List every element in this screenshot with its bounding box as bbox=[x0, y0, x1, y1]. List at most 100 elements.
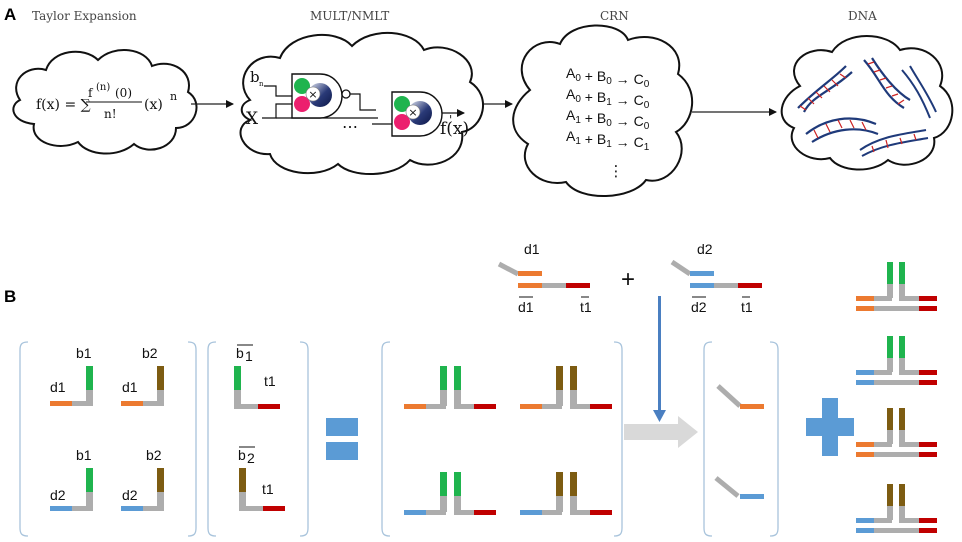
waste-b2-d2-stem-1-gray bbox=[887, 506, 893, 520]
gate-b2-b2-d2-left-domain bbox=[520, 510, 542, 515]
bracket-group-3 bbox=[381, 341, 623, 537]
b2-brown-segment bbox=[157, 366, 164, 390]
input-complex-d2: d2 d2 t1 bbox=[670, 241, 762, 315]
gate-b1-b1-d1-stem-1-top bbox=[440, 366, 447, 390]
d2-top-blue bbox=[690, 271, 714, 276]
label-d2-a: d2 bbox=[50, 487, 66, 503]
gate-2-core bbox=[405, 104, 421, 120]
d2-bottom-gray bbox=[714, 283, 738, 288]
bracket-3-right bbox=[613, 341, 623, 537]
gate-b1-b1-d2-stem-1-top bbox=[440, 472, 447, 496]
label-b1-a: b1 bbox=[76, 345, 92, 361]
waste-b1-d2-top-gray-left bbox=[874, 370, 892, 375]
panel-a-label: A bbox=[4, 5, 16, 24]
label-b2-b: b2 bbox=[146, 447, 162, 463]
d1-orange-segment-b bbox=[121, 401, 143, 406]
b2-brown-segment-b bbox=[157, 468, 164, 492]
complement-b1-t1: b 1 t1 bbox=[234, 344, 280, 409]
dna-helix-4-strand-a bbox=[805, 117, 877, 135]
released-d1-gray bbox=[716, 384, 742, 408]
waste-b2-d2-stem-1-top bbox=[887, 484, 893, 506]
circuit-input-b-sub: n bbox=[259, 80, 264, 88]
b1-green-segment-b bbox=[86, 468, 93, 492]
waste-b2-d2 bbox=[856, 484, 937, 533]
gate-b1-b1-d2-stem-1-gray bbox=[440, 496, 447, 512]
gate-b1-b1-d1-gray-right bbox=[454, 404, 474, 409]
gate-b2-b2-d2-gray-right bbox=[570, 510, 590, 515]
gate-b2-b2-d1-red-domain bbox=[590, 404, 612, 409]
down-arrow-shaft bbox=[658, 296, 661, 412]
bracket-3-left bbox=[381, 341, 391, 537]
b1-gray-vert bbox=[86, 390, 93, 403]
dna-helices bbox=[797, 57, 937, 157]
signal-b1-d1: b1 d1 bbox=[50, 345, 93, 406]
d2-bottom-blue bbox=[690, 283, 714, 288]
taylor-formula: f(x) = ∑ f (n) (0) n! (x) n bbox=[36, 82, 177, 121]
gate-b2-b2-d2-gray-left bbox=[542, 510, 562, 515]
mult-cloud bbox=[239, 32, 485, 175]
waste-b1-d2-stem-2-gray bbox=[899, 358, 905, 372]
gate-b1-b1-d1 bbox=[404, 366, 496, 409]
crn-cloud bbox=[512, 24, 694, 198]
complement-b2-t1: b 2 t1 bbox=[238, 446, 285, 511]
waste-b2-d1-stem-2-gray bbox=[899, 430, 905, 444]
down-arrow-head bbox=[653, 410, 666, 422]
d2-bottom-red bbox=[738, 283, 762, 288]
comp-b2-brown bbox=[239, 468, 246, 492]
crn-ellipsis: ⋮ bbox=[609, 162, 624, 180]
wire-b-to-gate1 bbox=[264, 85, 292, 97]
gate-b1-b1-d1-stem-2-top bbox=[454, 366, 461, 390]
label-b2-bar: b bbox=[238, 447, 246, 463]
input-d1-bar-label: d1 bbox=[518, 299, 534, 315]
gate-b2-b2-d1 bbox=[520, 366, 612, 409]
label-b1-bar: b bbox=[236, 345, 244, 361]
waste-b1-d2-stem-1-gray bbox=[887, 358, 893, 372]
gate-b1-b1-d1-stem-2-gray bbox=[454, 390, 461, 406]
label-b2-bar-idx: 2 bbox=[247, 450, 255, 466]
gate-b1-b1-d2-gray-left bbox=[426, 510, 446, 515]
released-d1-orange bbox=[740, 404, 764, 409]
dna-helix-3-strand-b bbox=[909, 65, 937, 113]
waste-b2-d1-stem-1-gray bbox=[887, 430, 893, 444]
bracket-4-left bbox=[703, 341, 713, 537]
crn-reaction-0: A0 + B0 → C0 bbox=[566, 65, 650, 90]
waste-b1-d2-top-gray-right bbox=[899, 370, 919, 375]
crn-title: CRN bbox=[600, 9, 629, 23]
gate-b1-b1-d1-left-domain bbox=[404, 404, 426, 409]
waste-b1-d1-stem-1-top bbox=[887, 262, 893, 284]
d2-blue-segment-b bbox=[121, 506, 143, 511]
d1-bottom-orange bbox=[518, 283, 542, 288]
formula-denominator: n! bbox=[104, 107, 117, 121]
b1-gray-vert-b bbox=[86, 492, 93, 508]
input-t1-bar-label: t1 bbox=[580, 299, 592, 315]
comp-b1-gray-horiz bbox=[234, 404, 258, 409]
waste-b2-d2-top-gray-left bbox=[874, 518, 892, 523]
d1-gray-horiz bbox=[72, 401, 93, 406]
mult-nmlt-title: MULT/NMLT bbox=[310, 9, 389, 23]
waste-b2-d2-stem-2-top bbox=[899, 484, 905, 506]
waste-b2-d1 bbox=[856, 408, 937, 457]
formula-tail-sup: n bbox=[170, 90, 177, 103]
waste-b1-d1 bbox=[856, 262, 937, 311]
dna-helix-1-strand-a bbox=[797, 65, 847, 109]
gate-b2-b2-d1-stem-1-top bbox=[556, 366, 563, 390]
comp-b2-gray-vert bbox=[239, 492, 246, 509]
waste-b1-d1-stem-1-gray bbox=[887, 284, 893, 298]
dna-helix-2-strand-b bbox=[871, 57, 911, 101]
dna-helix-5-rungs bbox=[871, 133, 917, 153]
big-plus-sign bbox=[806, 398, 854, 456]
waste-b2-d1-bottom-red bbox=[919, 452, 937, 457]
waste-b2-d1-top-red bbox=[919, 442, 937, 447]
waste-b1-d1-bottom-left bbox=[856, 306, 874, 311]
equals-bottom-bar bbox=[326, 442, 358, 460]
b2-gray-vert bbox=[157, 390, 164, 403]
flow-arrow-head bbox=[678, 416, 698, 448]
b1-green-segment bbox=[86, 366, 93, 390]
gate-b2-b2-d1-stem-1-gray bbox=[556, 390, 563, 406]
waste-complexes bbox=[856, 262, 937, 533]
d2-gray-horiz-b bbox=[143, 506, 164, 511]
waste-b2-d2-bottom-left bbox=[856, 528, 874, 533]
input-d2-label: d2 bbox=[697, 241, 713, 257]
circuit-input-x: X bbox=[246, 109, 259, 129]
inputs-plus: + bbox=[621, 266, 635, 293]
